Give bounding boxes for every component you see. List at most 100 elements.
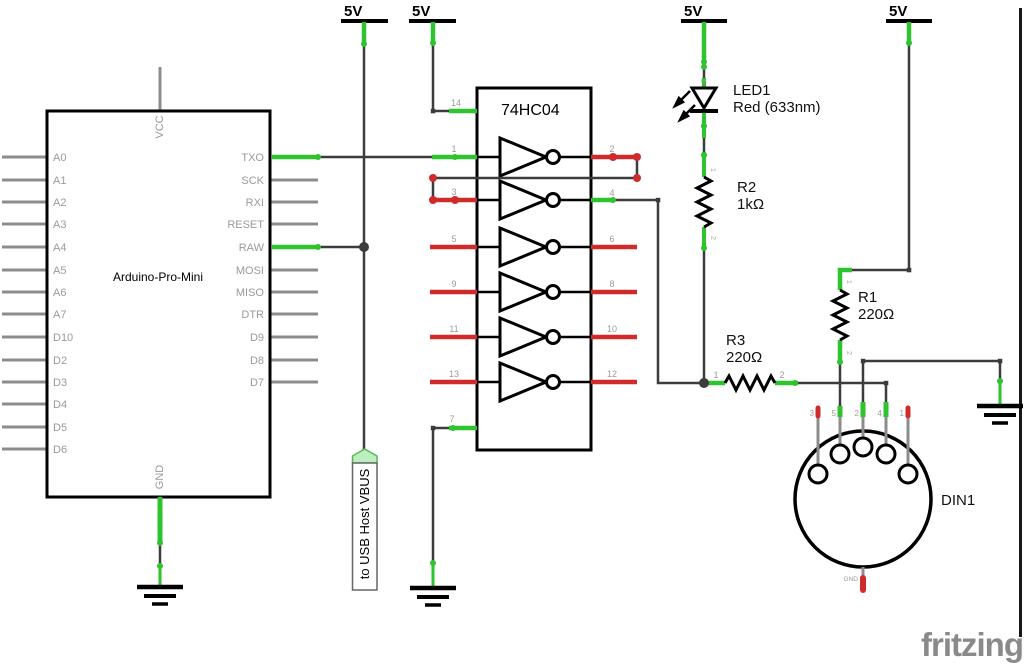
resistor-r3[interactable]: R3 220Ω 1 2	[713, 332, 785, 394]
flag-box	[351, 462, 378, 591]
r2-ref: R2	[737, 179, 756, 196]
power-label: 5V	[412, 3, 430, 20]
usb-vbus-flag[interactable]: to USB Host VBUS	[351, 448, 378, 591]
svg-text:A1: A1	[53, 175, 66, 187]
svg-text:SCK: SCK	[241, 175, 264, 187]
r1-pin1-num: 1	[845, 280, 852, 284]
svg-text:1: 1	[451, 144, 456, 154]
led-pin1-num: 1	[699, 79, 706, 83]
wire-pin4-to-r3	[614, 198, 704, 385]
svg-text:13: 13	[449, 369, 459, 379]
resistor-r2[interactable]: R2 1kΩ 1 2	[693, 168, 764, 240]
led-value: Red (633nm)	[733, 99, 821, 116]
svg-text:A4: A4	[53, 242, 66, 254]
ground-symbol-din[interactable]	[977, 403, 1023, 425]
svg-text:12: 12	[607, 369, 617, 379]
r3-pin1-num: 1	[713, 370, 718, 380]
svg-text:9: 9	[451, 279, 456, 289]
din-leads	[816, 417, 910, 577]
arduino-left-leads	[2, 155, 47, 451]
svg-text:4: 4	[878, 409, 883, 418]
power-symbol-5v-3[interactable]: 5V	[681, 3, 727, 23]
wire-5v2-pin14	[431, 44, 449, 113]
inverter-gate-6	[477, 360, 591, 404]
inverter-gate-1	[477, 135, 591, 179]
svg-text:6: 6	[609, 234, 614, 244]
wire-r1-pin1	[837, 267, 852, 290]
fritzing-watermark: fritzing	[921, 626, 1023, 663]
svg-text:10: 10	[607, 324, 617, 334]
svg-text:A2: A2	[53, 197, 66, 209]
svg-text:DTR: DTR	[241, 309, 264, 321]
power-symbol-5v-4[interactable]: 5V	[886, 3, 932, 23]
red-connection-dots	[429, 153, 641, 204]
green-connection-dots	[157, 40, 1003, 569]
arduino-body	[45, 109, 272, 499]
ic-body	[475, 86, 593, 452]
arduino-right-leads	[270, 178, 318, 384]
ic-title: 74HC04	[501, 102, 560, 119]
svg-text:4: 4	[609, 188, 614, 198]
svg-text:2: 2	[609, 144, 614, 154]
svg-text:1: 1	[900, 409, 905, 418]
r3-value: 220Ω	[726, 349, 762, 366]
junction-dots	[359, 108, 1003, 431]
svg-text:A7: A7	[53, 309, 66, 321]
led-emission-arrows	[672, 90, 696, 123]
inverter-gates	[477, 135, 591, 404]
r1-pin2-num: 2	[845, 351, 852, 355]
svg-text:D5: D5	[53, 422, 67, 434]
din-pin-labels: 3 5 2 4 1 GND	[810, 409, 905, 583]
svg-text:D7: D7	[250, 377, 264, 389]
r3-pin2-num: 2	[779, 370, 784, 380]
svg-text:14: 14	[451, 98, 461, 108]
wire-pin2-to-pin3	[431, 157, 639, 200]
svg-text:11: 11	[449, 324, 458, 334]
wire-r3-din4	[798, 381, 888, 402]
svg-text:D6: D6	[53, 444, 67, 456]
power-label: 5V	[684, 3, 702, 20]
wire-5v4-r1	[852, 44, 911, 272]
resistor-zigzag	[693, 175, 715, 229]
wire-pin7-gnd	[431, 426, 449, 563]
svg-text:D4: D4	[53, 399, 67, 411]
din-ref: DIN1	[941, 492, 975, 509]
ground-symbol-arduino[interactable]	[137, 584, 183, 606]
ic-pin-numbers: 1 3 5 9 11 13 2 4 6 8 10 12 14 7	[449, 98, 617, 424]
inverter-gate-4	[477, 270, 591, 314]
svg-text:D9: D9	[250, 332, 264, 344]
led1[interactable]: LED1 Red (633nm) 1 2	[672, 79, 821, 128]
svg-text:5: 5	[451, 234, 456, 244]
power-symbol-5v-1[interactable]: 5V	[341, 3, 388, 23]
arduino-vcc-label: VCC	[154, 115, 166, 138]
svg-text:2: 2	[855, 409, 860, 418]
svg-text:D8: D8	[250, 355, 264, 367]
svg-text:RAW: RAW	[239, 242, 265, 254]
arduino-title: Arduino-Pro-Mini	[113, 270, 203, 284]
svg-text:8: 8	[609, 279, 614, 289]
svg-text:RESET: RESET	[227, 219, 264, 231]
power-symbol-5v-2[interactable]: 5V	[409, 3, 456, 23]
ground-symbol-ic[interactable]	[410, 585, 456, 607]
svg-text:TXO: TXO	[241, 152, 264, 164]
svg-text:RXI: RXI	[246, 197, 264, 209]
ic-74hc04[interactable]: 74HC04 1 3 5	[430, 86, 637, 452]
power-label: 5V	[344, 3, 362, 20]
svg-text:D2: D2	[53, 355, 67, 367]
r1-value: 220Ω	[858, 306, 894, 323]
svg-text:7: 7	[449, 414, 454, 424]
resistor-r1[interactable]: R1 220Ω 1 2	[829, 280, 894, 355]
power-label: 5V	[889, 3, 907, 20]
svg-text:MISO: MISO	[236, 287, 265, 299]
led-ref: LED1	[733, 82, 771, 99]
ic-unconnected-pin-stubs	[430, 244, 637, 385]
din1-connector[interactable]: 3 5 2 4 1 GND DIN1	[793, 405, 975, 593]
svg-text:D10: D10	[53, 332, 73, 344]
din-pads	[807, 436, 919, 485]
r1-ref: R1	[858, 289, 877, 306]
